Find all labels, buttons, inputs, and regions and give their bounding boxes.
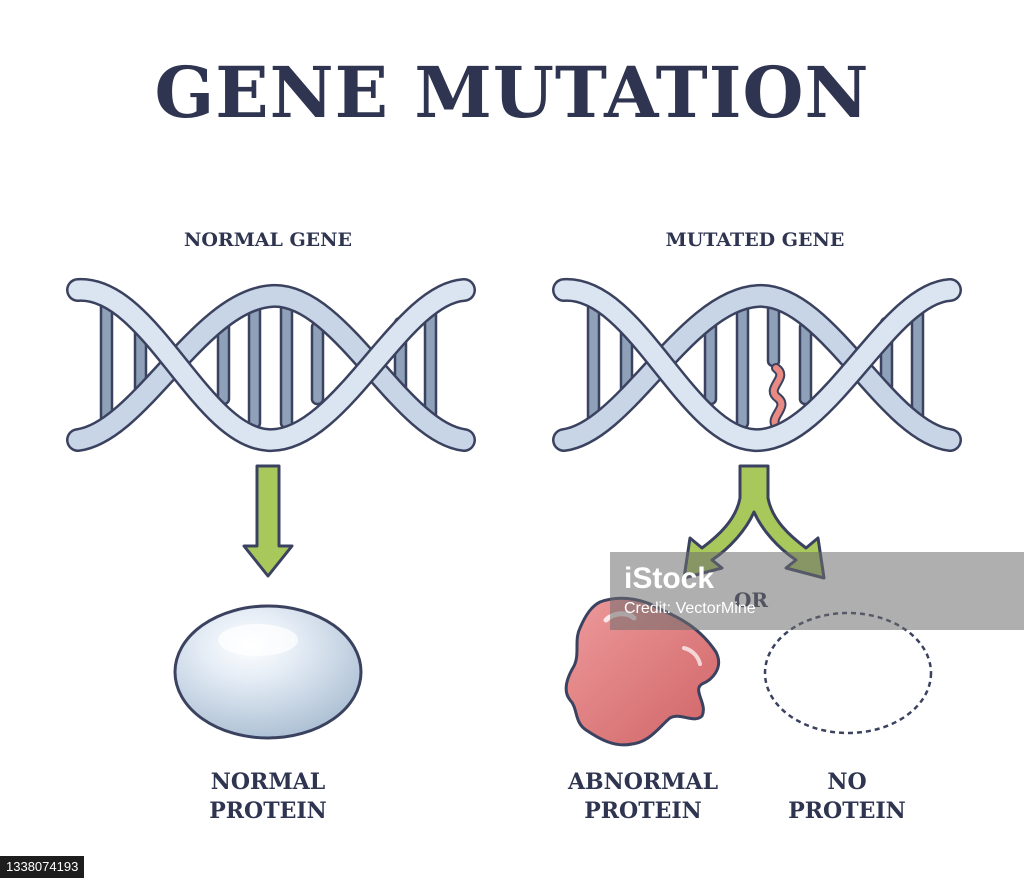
normal-protein-label-line1: NORMAL — [210, 769, 326, 795]
watermark-logo: iStock — [624, 562, 715, 595]
no-protein-outline — [763, 611, 933, 735]
normal-gene-heading: NORMAL GENE — [183, 229, 352, 251]
mutated-strand-back — [552, 284, 962, 452]
no-protein-label-line2: PROTEIN — [788, 797, 906, 824]
normal-protein-label: NORMAL PROTEIN — [148, 768, 388, 825]
watermark-banner: iStock Credit: VectorMine — [610, 552, 1024, 630]
mutated-dna-helix — [552, 278, 962, 452]
normal-down-arrow — [242, 464, 294, 578]
normal-base-pairs — [99, 296, 438, 430]
stock-id-badge: 1338074193 — [0, 856, 85, 878]
no-protein-label: NO PROTEIN — [727, 768, 967, 825]
no-protein-label-line1: NO — [827, 769, 867, 795]
mutated-gene-heading: MUTATED GENE — [665, 229, 845, 251]
watermark-credit: Credit: VectorMine — [624, 600, 756, 617]
abnormal-protein-label: ABNORMAL PROTEIN — [523, 768, 763, 825]
abnormal-protein-shape — [564, 596, 721, 747]
normal-protein-label-line2: PROTEIN — [209, 797, 327, 824]
abnormal-protein-label-line2: PROTEIN — [584, 797, 702, 824]
normal-strand-back — [66, 284, 476, 452]
mutated-split-arrow — [682, 464, 826, 580]
normal-dna-helix — [66, 278, 476, 452]
normal-protein-shape — [173, 604, 363, 740]
normal-strand-front — [66, 278, 476, 452]
page-title: GENE MUTATION — [154, 51, 870, 134]
mutated-strand-front — [552, 278, 962, 452]
footer-bar — [0, 856, 1024, 888]
abnormal-protein-label-line1: ABNORMAL — [567, 769, 719, 795]
